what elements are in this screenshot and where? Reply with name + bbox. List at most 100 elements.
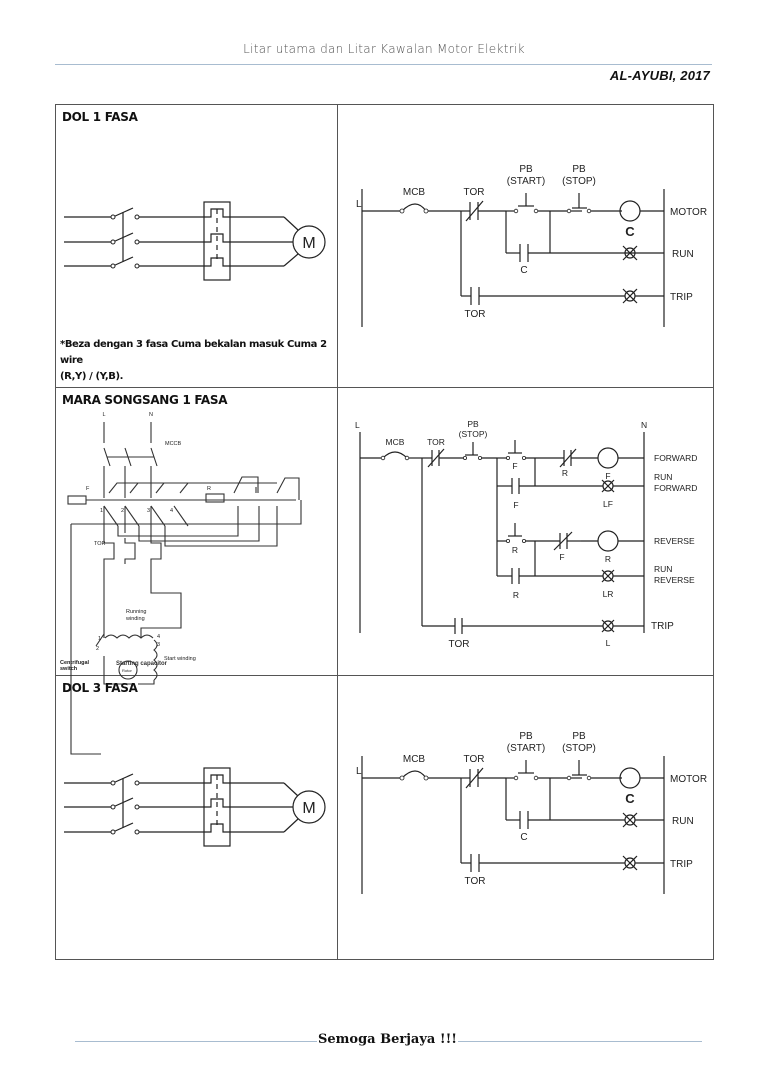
rung-label-trip: TRIP	[670, 292, 693, 303]
pb-stop-label-2: (STOP)	[562, 176, 596, 187]
running-winding-label-1: Running	[126, 609, 147, 615]
line-label: L	[355, 420, 360, 430]
winding-terminal-4: 4	[157, 634, 160, 640]
circuit-table: DOL 1 FASA M	[55, 104, 714, 960]
pb-start-label-2: (START)	[507, 176, 546, 187]
motor-label: M	[302, 235, 315, 252]
dol-3-power-diagram: M	[64, 767, 326, 847]
pb-stop-label-1: PB	[572, 731, 586, 742]
control-circuit-cell: L MCB TOR PB (START) PB (STOP) C C TOR M…	[338, 105, 713, 387]
control-circuit-cell: L MCB TOR PB (START) PB (STOP) C C TOR M…	[338, 676, 713, 959]
contact-c-label: C	[520, 832, 527, 843]
tor-nc-label: TOR	[427, 437, 445, 447]
terminal-3: 3	[147, 508, 150, 514]
rung-label-motor: MOTOR	[670, 774, 707, 785]
document-author: AL-AYUBI, 2017	[609, 68, 710, 83]
power-circuit-cell: DOL 1 FASA M	[56, 105, 338, 387]
contact-f-label: F	[513, 500, 518, 510]
neutral-label: N	[641, 420, 647, 430]
motor-label: M	[302, 800, 315, 817]
rung-label-motor: MOTOR	[670, 207, 707, 218]
coil-r-label: R	[207, 486, 211, 492]
nc-r-label: R	[562, 468, 568, 478]
pb-start-label-2: (START)	[507, 743, 546, 754]
winding-terminal-1: 1	[98, 636, 101, 642]
mcb-label: MCB	[403, 187, 426, 198]
rung-label-trip: TRIP	[651, 621, 674, 632]
tor-nc-label: TOR	[464, 754, 485, 765]
mccb-label: MCCB	[165, 441, 182, 447]
lamp-lf-label: LF	[603, 499, 613, 509]
pb-stop-label-1: PB	[572, 164, 586, 175]
coil-f-label: F	[605, 471, 610, 481]
tor-nc-label: TOR	[464, 187, 485, 198]
section-title: DOL 1 FASA	[62, 110, 138, 124]
pb-forward-label: F	[512, 461, 517, 471]
contact-c-label: C	[520, 265, 527, 276]
pb-stop-label-1: PB	[467, 419, 479, 429]
lamp-l-label: L	[606, 638, 611, 648]
mcb-label: MCB	[386, 437, 405, 447]
reversing-power-diagram: L N MCCB F R 1 2 3 4 TOR Running winding…	[60, 412, 302, 755]
rung-label-run: RUN	[672, 249, 694, 260]
centrifugal-switch-label-2: switch	[60, 666, 78, 672]
rung-label-reverse: REVERSE	[654, 536, 695, 546]
terminal-4: 4	[170, 508, 173, 514]
rung-label-run-forward-1: RUN	[654, 472, 672, 482]
rung-label-run-reverse-2: REVERSE	[654, 575, 695, 585]
starting-capacitor-label: Starting capacitor	[116, 661, 168, 667]
terminal-1: 1	[100, 508, 103, 514]
dol-1-power-diagram: M	[64, 201, 326, 281]
coil-r-label: R	[605, 554, 611, 564]
control-circuit-cell: L N MCB TOR PB (STOP) F R F F LF R F R R…	[338, 388, 713, 675]
coil-c-label: C	[625, 224, 635, 239]
footer-divider-right	[458, 1041, 702, 1042]
pb-start-label-1: PB	[519, 731, 533, 742]
note-text: *Beza dengan 3 fasa Cuma bekalan masuk C…	[60, 337, 337, 385]
winding-terminal-3: 3	[157, 642, 160, 648]
rung-label-run-reverse-1: RUN	[654, 564, 672, 574]
centrifugal-switch-label-1: Centrifugal	[60, 660, 90, 666]
terminal-2: 2	[121, 508, 124, 514]
mcb-label: MCB	[403, 754, 426, 765]
lamp-lr-label: LR	[603, 589, 614, 599]
rung-label-run-forward-2: FORWARD	[654, 483, 697, 493]
rung-label-trip: TRIP	[670, 859, 693, 870]
reversing-control-diagram: L N MCB TOR PB (STOP) F R F F LF R F R R…	[355, 419, 697, 650]
line-label: L	[356, 199, 362, 210]
row-dol-1-fasa: DOL 1 FASA M	[56, 105, 713, 388]
tor-no-label: TOR	[449, 639, 470, 650]
supply-l-label: L	[102, 412, 105, 418]
rotor-label: Rotor	[122, 668, 132, 673]
section-title: MARA SONGSANG 1 FASA	[62, 393, 228, 407]
start-winding-label: Start winding	[164, 656, 196, 662]
tor-no-label: TOR	[465, 309, 486, 320]
line-label: L	[356, 766, 362, 777]
header-divider	[55, 64, 712, 65]
pb-stop-label-2: (STOP)	[562, 743, 596, 754]
contact-r-label: R	[513, 590, 519, 600]
tor-label: TOR	[94, 541, 106, 547]
coil-c-label: C	[625, 791, 635, 806]
rung-label-run: RUN	[672, 816, 694, 827]
running-winding-label-2: winding	[125, 616, 145, 622]
footer-divider-left	[75, 1041, 317, 1042]
row-dol-3-fasa: DOL 3 FASA M	[56, 676, 713, 959]
supply-n-label: N	[149, 412, 153, 418]
rung-label-forward: FORWARD	[654, 453, 697, 463]
footer-text: Semoga Berjaya !!!	[318, 1032, 457, 1047]
row-mara-songsang-1-fasa: MARA SONGSANG 1 FASA	[56, 388, 713, 755]
document-header-title: Litar utama dan Litar Kawalan Motor Elek…	[243, 42, 525, 56]
dol-3-control-diagram: L MCB TOR PB (START) PB (STOP) C C TOR M…	[356, 731, 707, 894]
coil-f-label: F	[86, 486, 90, 492]
pb-stop-label-2: (STOP)	[459, 429, 488, 439]
pb-reverse-label: R	[512, 545, 518, 555]
pb-start-label-1: PB	[519, 164, 533, 175]
nc-f-label: F	[559, 552, 564, 562]
power-circuit-cell: MARA SONGSANG 1 FASA	[56, 388, 338, 755]
winding-terminal-2: 2	[96, 646, 99, 652]
power-circuit-cell: DOL 3 FASA M	[56, 676, 338, 959]
note-line-1: *Beza dengan 3 fasa Cuma bekalan masuk C…	[60, 339, 327, 366]
note-line-2: (R,Y) / (Y,B).	[60, 371, 124, 382]
dol-1-control-diagram: L MCB TOR PB (START) PB (STOP) C C TOR M…	[356, 164, 707, 327]
